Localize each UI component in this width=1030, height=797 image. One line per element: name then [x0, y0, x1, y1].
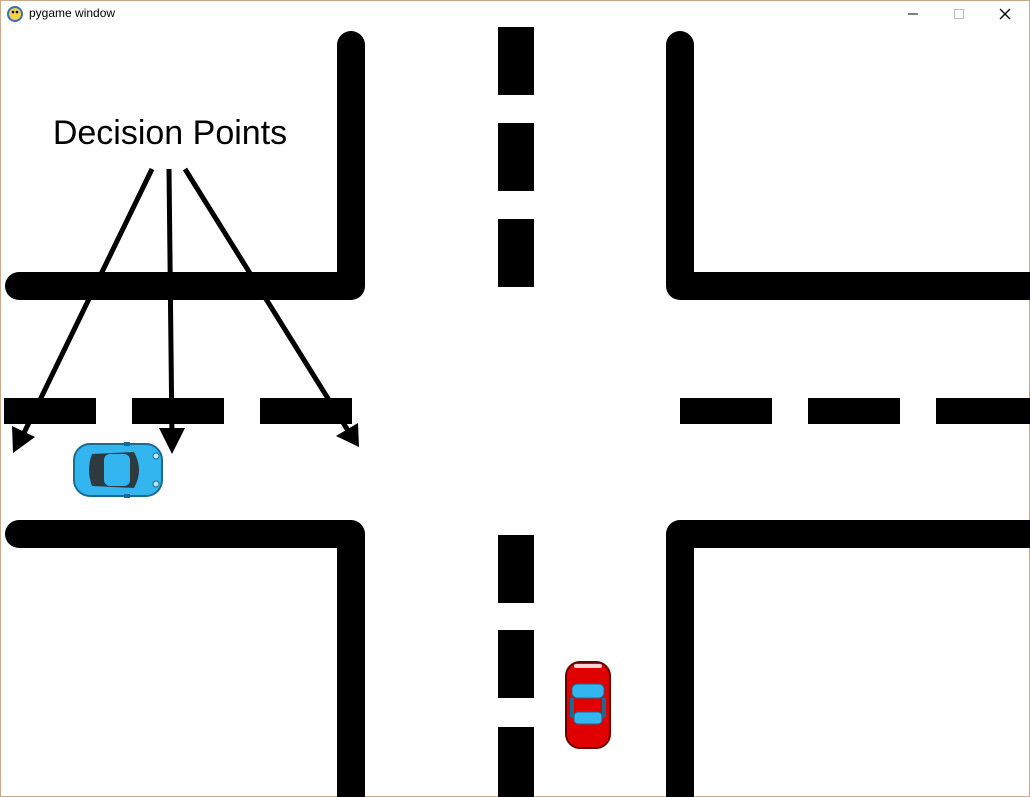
maximize-button[interactable]	[936, 1, 982, 27]
dash-vertical	[498, 727, 534, 797]
dash-horizontal	[680, 398, 772, 424]
window-title: pygame window	[29, 6, 116, 20]
dash-horizontal	[132, 398, 224, 424]
minimize-button[interactable]	[890, 1, 936, 27]
dash-horizontal	[4, 398, 96, 424]
lane-markings	[4, 27, 1030, 797]
maximize-icon	[954, 9, 964, 19]
arrowhead-icon	[159, 428, 185, 454]
arrow-right	[182, 167, 355, 439]
dash-horizontal	[936, 398, 1030, 424]
dash-horizontal	[808, 398, 900, 424]
curb-bottom-right	[666, 520, 1030, 797]
red-car	[565, 661, 611, 749]
curb-top-right	[666, 31, 1030, 300]
dash-vertical	[498, 27, 534, 95]
title-bar[interactable]: pygame window	[1, 1, 1029, 27]
dash-vertical	[498, 123, 534, 191]
dash-vertical	[498, 535, 534, 603]
curb-bottom-left	[5, 520, 365, 797]
road-curbs	[5, 31, 1030, 797]
close-icon	[999, 8, 1011, 20]
curb-top-left	[5, 31, 365, 300]
arrow-left	[19, 167, 155, 439]
pygame-snake-icon	[7, 6, 23, 22]
decision-arrows	[19, 167, 355, 440]
dash-vertical	[498, 219, 534, 287]
decision-points-label: Decision Points	[53, 114, 287, 152]
game-canvas[interactable]: Decision Points	[2, 27, 1030, 797]
dash-vertical	[498, 630, 534, 698]
arrowhead-icon	[12, 426, 35, 453]
arrow-middle	[166, 168, 175, 440]
arrowhead-icon	[336, 423, 359, 447]
arrowheads	[12, 423, 359, 454]
close-button[interactable]	[982, 1, 1028, 27]
minimize-icon	[908, 13, 918, 15]
blue-car	[73, 442, 163, 498]
